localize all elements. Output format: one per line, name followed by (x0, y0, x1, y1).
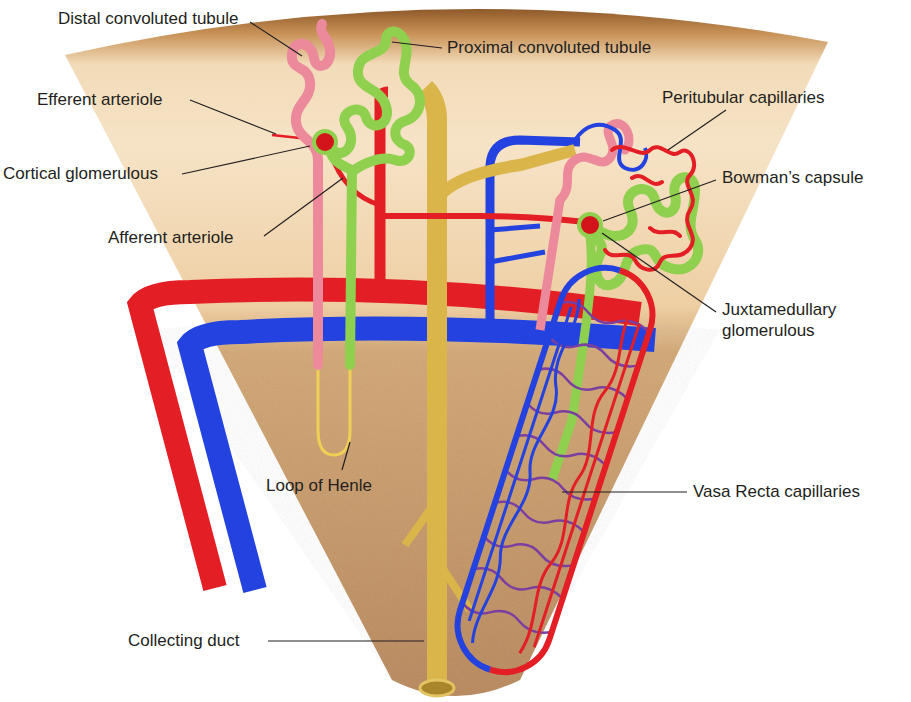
part-label: Vasa Recta capillaries (693, 481, 860, 502)
leader-line (182, 146, 310, 174)
leader-line (602, 233, 716, 312)
leader-line (668, 110, 726, 150)
peritubular-capillaries (605, 147, 694, 270)
duct-branch (405, 500, 470, 610)
duct-branch (437, 150, 575, 200)
part-label: Proximal convoluted tubule (447, 37, 651, 58)
part-label: Efferent arteriole (37, 89, 162, 110)
cortical-glomerulus (316, 133, 334, 151)
bowmans-capsule (577, 212, 603, 238)
part-label: Afferent arteriole (108, 227, 233, 248)
leader-lines (182, 22, 726, 641)
leader-line (392, 42, 442, 48)
juxtamedullary-glomerulus (581, 216, 599, 234)
part-label: Juxtamedullary glomerulous (722, 299, 872, 341)
peritubular-vein (575, 125, 646, 170)
leader-line (250, 22, 302, 56)
part-label: Cortical glomerulous (3, 163, 158, 184)
proximal-tubule (330, 32, 420, 365)
leader-line (342, 442, 350, 470)
part-label: Collecting duct (128, 630, 240, 651)
venule (490, 226, 545, 262)
leader-line (562, 491, 687, 492)
loop-of-henle (318, 360, 350, 455)
part-label: Distal convoluted tubule (58, 8, 239, 29)
leader-line (190, 100, 276, 134)
part-label: Bowman’s capsule (722, 167, 863, 188)
leader-line (603, 180, 716, 221)
collecting-duct (425, 88, 437, 690)
arcuate-vein (190, 328, 655, 590)
part-label: Loop of Henle (266, 475, 372, 496)
duct-opening (420, 680, 454, 696)
vasa-recta (445, 256, 664, 684)
distal-tubule (292, 24, 330, 365)
part-label: Peritubular capillaries (662, 87, 825, 108)
bowmans-capsule (312, 129, 338, 155)
leader-line (264, 178, 343, 236)
kidney-wedge (65, 9, 828, 696)
leader-line (268, 640, 424, 641)
